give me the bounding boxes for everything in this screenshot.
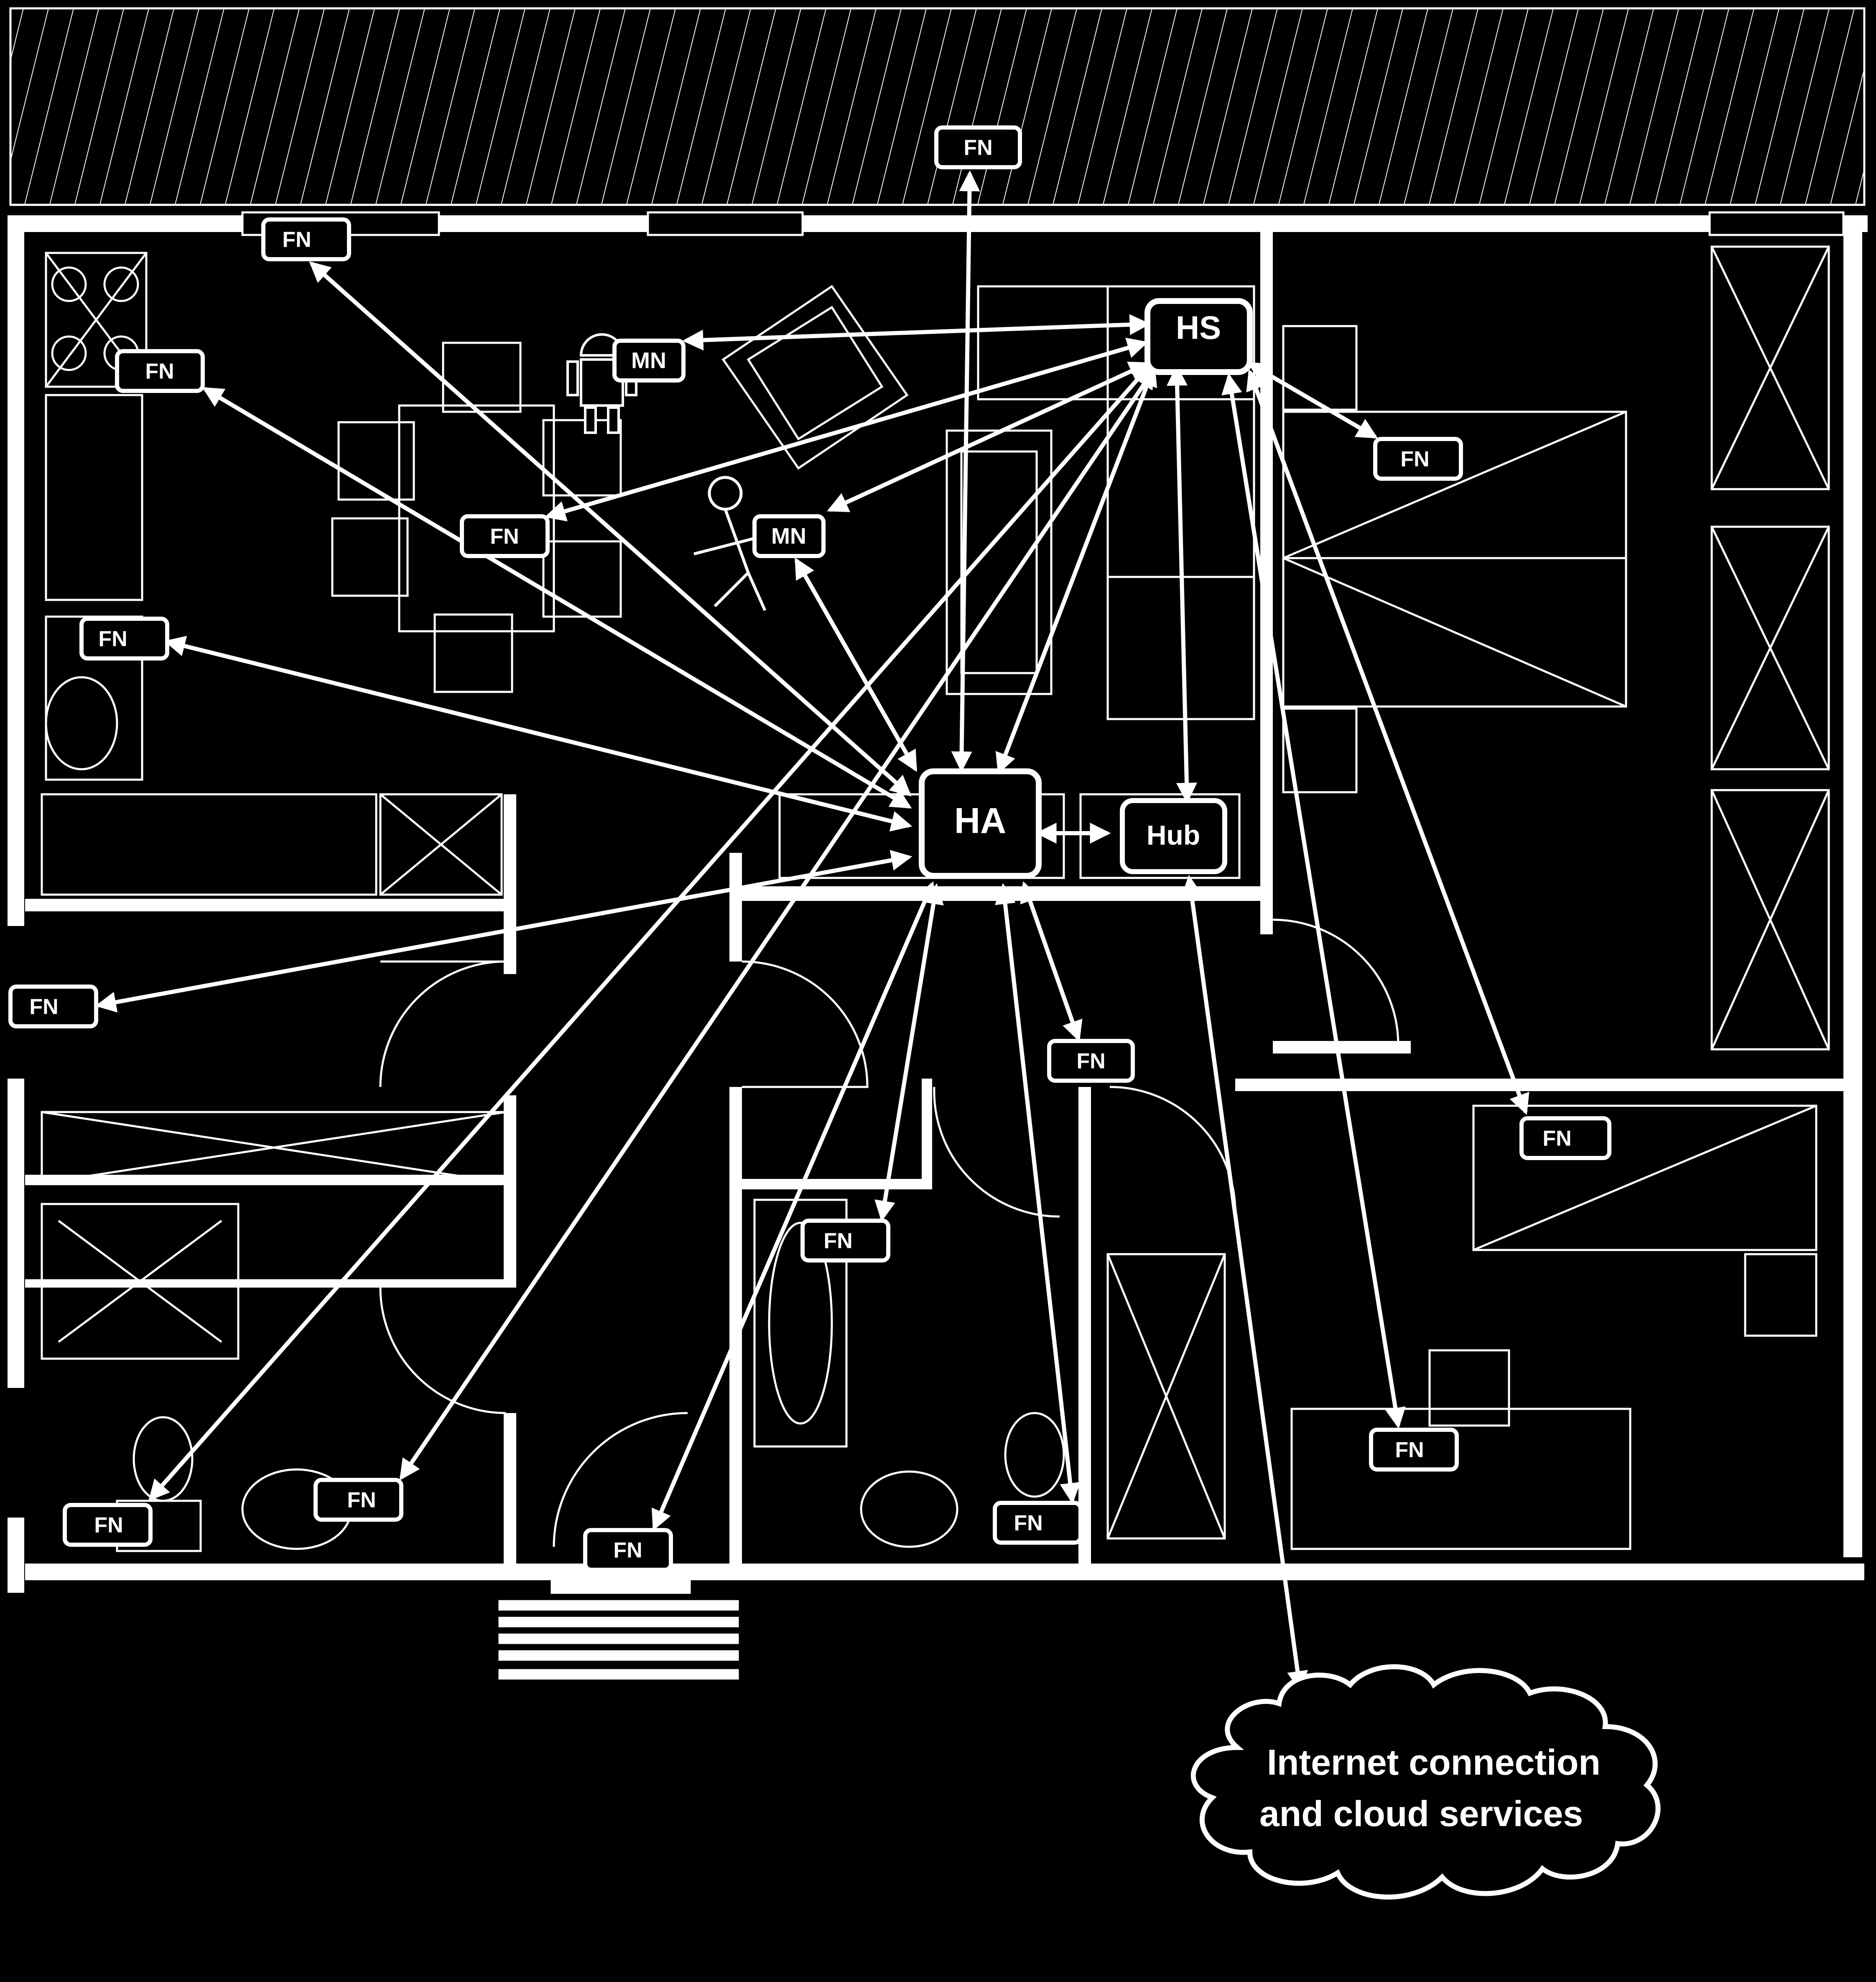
svg-text:FN: FN [490,525,519,549]
roof-area [9,7,1866,206]
fn-node: FN [1373,437,1463,481]
fn-node: FN [261,217,351,261]
svg-text:FN: FN [282,228,311,252]
fn-node: FN [934,125,1022,169]
fn-node: FN [8,985,98,1028]
svg-text:FN: FN [1395,1438,1424,1462]
hs-label: HS [1176,309,1221,346]
svg-text:FN: FN [963,136,992,160]
node-hs: HS [1144,298,1253,375]
svg-text:MN: MN [631,348,666,373]
svg-text:FN: FN [347,1488,376,1513]
fn-node: FN [115,349,205,393]
cloud-icon: Internet connection and cloud services [1190,1664,1661,1900]
svg-text:FN: FN [98,627,127,651]
svg-text:FN: FN [1542,1127,1571,1151]
svg-text:FN: FN [613,1538,642,1563]
fn-node: FN [1369,1428,1459,1472]
svg-text:FN: FN [1400,447,1429,472]
fn-node: FN [1519,1116,1611,1160]
ha-label: HA [954,801,1006,841]
fn-node: FN [993,1501,1083,1545]
svg-text:FN: FN [1076,1049,1105,1074]
fn-node: FN [460,514,550,558]
fn-node: FN [1047,1039,1135,1083]
fn-node: FN [800,1219,890,1263]
svg-text:FN: FN [823,1229,852,1253]
svg-text:MN: MN [771,523,806,548]
hub-label: Hub [1147,819,1200,850]
node-mn-person: MN [752,514,826,558]
connections [95,170,1529,1692]
cloud-label-line2: and cloud services [1259,1794,1583,1834]
svg-text:FN: FN [94,1513,123,1538]
svg-text:FN: FN [145,360,174,384]
svg-text:FN: FN [29,995,58,1019]
node-mn-robot: MN [612,339,686,383]
fn-node: FN [79,617,169,661]
fn-node: FN [583,1528,673,1572]
node-hub: Hub [1120,798,1227,874]
svg-text:FN: FN [1014,1511,1043,1536]
walls [8,215,1868,1593]
node-ha: HA [919,768,1042,879]
cloud-label-line1: Internet connection [1267,1742,1601,1783]
fn-node: FN [63,1503,153,1547]
fn-node: FN [314,1478,403,1522]
